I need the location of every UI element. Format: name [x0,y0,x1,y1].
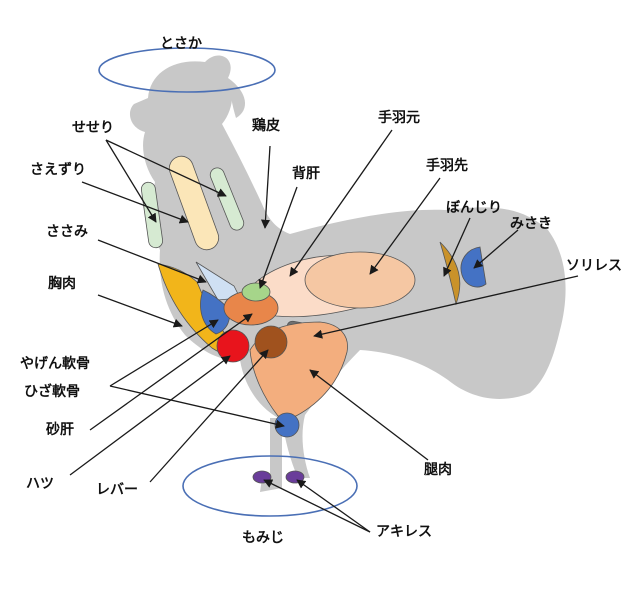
label-sesagimo: 背肝 [292,166,320,182]
tosaka-ellipse [98,47,276,93]
leader-sesagimo [258,186,298,289]
label-tosaka: とさか [160,36,202,52]
yagen-shape [200,289,230,335]
achilles-right-shape [285,470,305,484]
label-tebasaki: 手羽先 [426,158,468,174]
leader-sasami [97,239,207,284]
label-yagen: やげん軟骨 [20,356,90,372]
label-achilles: アキレス [376,524,432,540]
label-saezuri: さえずり [30,162,86,178]
leader-yagen [109,319,219,387]
leader-achilles-right [296,479,371,533]
label-hatsu: ハツ [26,476,54,492]
leader-seseri-left [105,139,157,223]
label-momiji: もみじ [242,530,284,546]
leader-bonjiri [443,217,471,277]
label-sorires: ソリレス [566,258,622,274]
leader-muneniku [97,294,183,328]
leader-momoniku [309,369,429,461]
label-misaki: みさき [510,216,552,232]
label-sunagimo: 砂肝 [46,422,74,438]
achilles-left-shape [252,470,272,484]
label-seseri: せせり [72,120,114,136]
label-tebamoto: 手羽元 [378,110,420,126]
leader-sorires [313,275,579,339]
leader-seseri-right [105,139,227,197]
label-muneniku: 胸肉 [48,276,76,292]
hatsu-shape [216,329,250,363]
leader-sunagimo [89,313,253,431]
label-hiza: ひざ軟骨 [24,384,80,400]
reba-shape [254,325,288,359]
tebasaki-shape [304,251,416,309]
seseri-right-shape [209,167,245,231]
momiji-ellipse [182,455,358,517]
leader-hatsu [69,355,231,476]
sesagimo-shape [241,282,271,302]
label-momoniku: 腿肉 [424,462,452,478]
leader-achilles-left [263,479,371,533]
label-reba: レバー [96,482,138,498]
label-bonjiri: ぼんじり [446,200,502,216]
leader-saezuri [81,181,189,224]
label-sasami: ささみ [46,224,88,240]
leader-hiza [109,385,285,429]
leader-tebasaki [369,177,441,275]
saezuri-shape [168,155,220,251]
leader-misaki [473,229,519,269]
leader-tebamoto [289,129,393,277]
leader-lines [69,129,579,533]
leader-reba [149,349,269,483]
leader-torikawa [260,145,271,229]
label-torikawa: 鶏皮 [252,118,280,134]
